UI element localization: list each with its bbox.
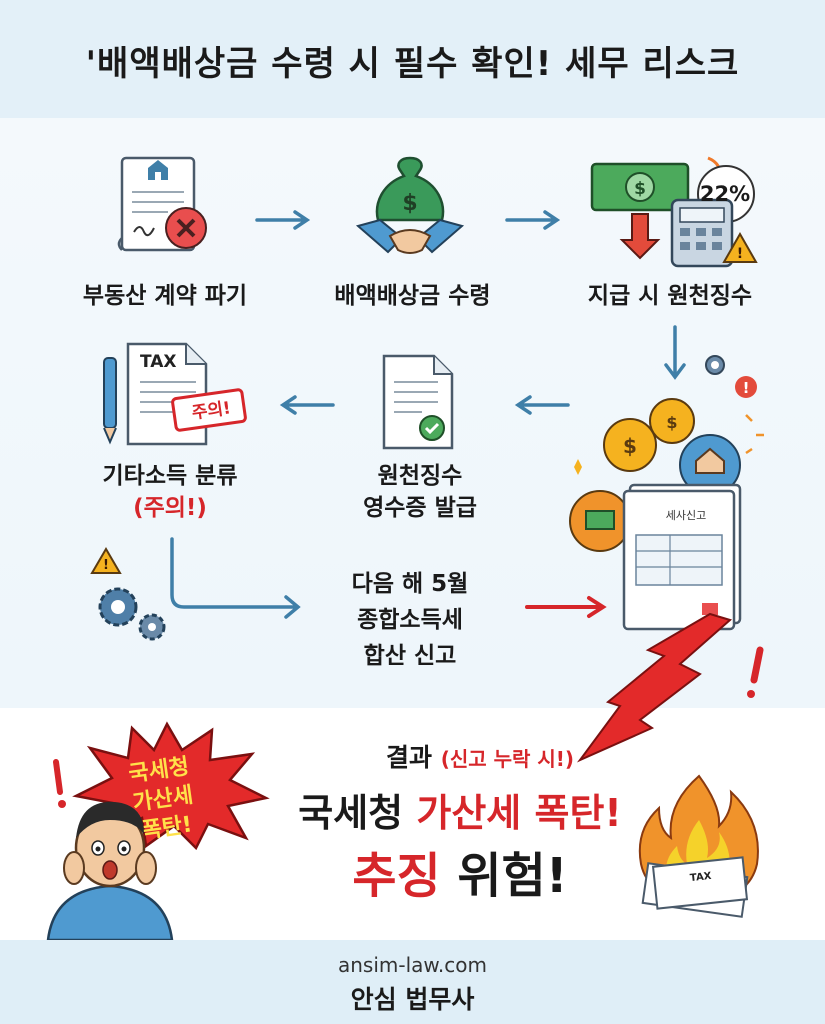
warning-icon: !: [735, 376, 757, 398]
money-bag-handshake-icon: $: [355, 156, 465, 254]
fire-icon: TAX: [638, 774, 759, 918]
step-receipt-line2: 영수증 발급: [363, 495, 477, 521]
svg-text:!: !: [103, 558, 109, 573]
svg-text:$: $: [634, 179, 646, 199]
footer-brand: 안심 법무사: [350, 985, 475, 1014]
svg-text:$: $: [623, 434, 637, 458]
cash-calculator-icon: $ !: [590, 156, 758, 268]
danger-lightning-arrow: [576, 612, 764, 763]
svg-text:TAX: TAX: [689, 871, 712, 884]
svg-text:$: $: [402, 191, 417, 216]
tax-form-title: 세사신고: [665, 509, 707, 522]
gear-icon: [705, 355, 725, 375]
footer-site: ansim-law.com: [337, 953, 487, 977]
receipt-check-icon: [382, 354, 454, 450]
flow-arrow: [279, 395, 335, 415]
page-title: '배액배상금 수령 시 필수 확인! 세무 리스크: [85, 44, 740, 84]
step-receive-penalty: 배액배상금 수령: [334, 283, 491, 309]
flow-arrow: [255, 210, 311, 230]
header-band: [0, 0, 825, 118]
gear-icon: !: [90, 547, 166, 641]
shocked-person-icon: [46, 759, 174, 940]
flow-arrow-elbow: [170, 537, 301, 619]
flow-arrow: [514, 395, 570, 415]
step-receipt-line1: 원천징수: [377, 463, 463, 489]
step-withholding: 지급 시 원천징수: [587, 283, 753, 309]
flow-arrow-down: [664, 325, 686, 380]
flow-arrow: [505, 210, 561, 230]
tax-document-icon: [103, 342, 247, 446]
footer-band: [0, 940, 825, 1024]
step-may-line3: 합산 신고: [363, 643, 457, 669]
step-other-income-line1: 기타소득 분류: [102, 463, 238, 489]
svg-text:$: $: [666, 413, 677, 432]
step-may-line2: 종합소득세: [357, 607, 463, 633]
contract-cancel-icon: [117, 156, 207, 252]
result-heading: 결과 (신고 누락 시!): [385, 743, 575, 772]
step-may-line1: 다음 해 5월: [351, 571, 469, 597]
step-other-income-caution: (주의!): [133, 495, 207, 521]
svg-text:!: !: [743, 379, 750, 397]
svg-text:!: !: [737, 246, 743, 262]
income-tax-report-icon: $ $: [569, 398, 764, 631]
result-line-penalty: 국세청 가산세 폭탄!: [298, 791, 622, 835]
result-line-collection: 추징 위험!: [352, 848, 568, 904]
percent-badge: 22%: [699, 182, 751, 206]
step-contract-cancel: 부동산 계약 파기: [82, 283, 248, 309]
tax-label: TAX: [140, 352, 177, 372]
flow-arrow-red: [525, 596, 607, 618]
